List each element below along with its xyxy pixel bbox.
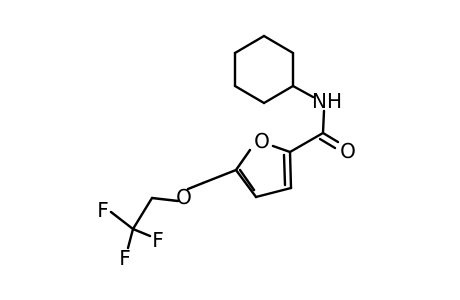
- c-f-bond: [126, 227, 135, 250]
- ring-bond: [262, 84, 295, 105]
- carbonyl-double-bond: [318, 131, 340, 150]
- fluorine-label: F: [152, 228, 164, 252]
- amide-nh-label: NH: [312, 89, 342, 113]
- carbonyl-furan-bond: [288, 131, 325, 154]
- fluorine-label: F: [97, 198, 109, 222]
- ring-bond: [288, 150, 293, 190]
- ring-bond: [234, 168, 258, 199]
- c-f-bond: [131, 227, 152, 238]
- ring-bond: [271, 144, 292, 154]
- nh-carbonyl-bond: [321, 109, 326, 135]
- ring-bond: [254, 186, 293, 199]
- ether-o-ch2-bond: [150, 196, 180, 203]
- furan-ring: [234, 144, 293, 199]
- ring-bond: [233, 34, 266, 55]
- ch2-cf3-bond: [131, 196, 154, 231]
- ring-bond-double: [282, 153, 287, 187]
- fluorine-label: F: [119, 246, 131, 270]
- carbonyl-o-label: O: [340, 139, 356, 163]
- ch2-ether-o-bond: [186, 181, 205, 191]
- ring-bond: [234, 148, 252, 172]
- cyclohexyl-nh-bond: [291, 84, 315, 99]
- ring-bond-double: [238, 168, 256, 192]
- furan-ch2-bond: [201, 168, 238, 185]
- ring-bond: [233, 84, 266, 105]
- cyclohexane-ring: [233, 34, 295, 105]
- c-f-bond: [109, 210, 135, 231]
- ether-o-label: O: [176, 185, 192, 209]
- furan-o-label: O: [254, 129, 270, 153]
- ring-bond: [262, 34, 295, 55]
